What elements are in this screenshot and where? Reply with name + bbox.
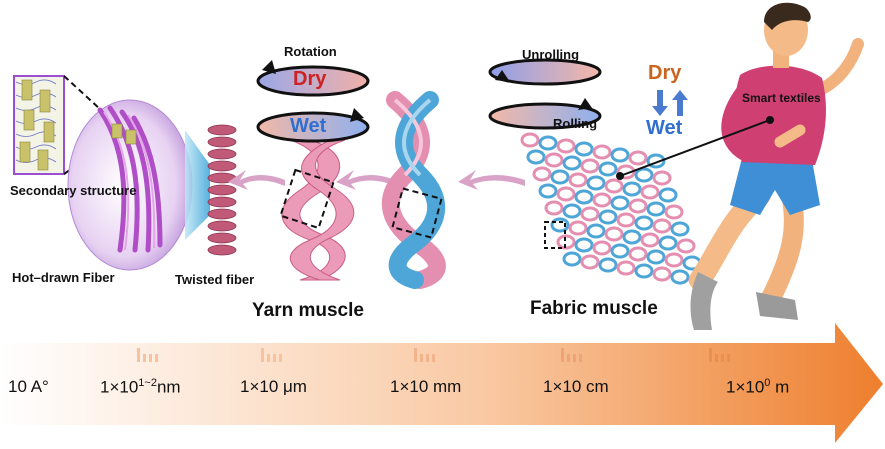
knit-loop xyxy=(580,158,600,174)
dry-label-left: Dry xyxy=(293,68,327,90)
knit-loop xyxy=(604,178,624,194)
knit-loop xyxy=(562,203,582,219)
knit-loop xyxy=(616,164,636,180)
knit-loop xyxy=(556,186,576,202)
knit-loop xyxy=(544,152,564,168)
scale-label-0: 10 A° xyxy=(8,377,49,396)
yarn-muscle xyxy=(256,60,370,281)
knit-loop xyxy=(670,269,690,285)
knit-loop xyxy=(574,189,594,205)
knit-loop xyxy=(640,232,660,248)
unroll-roll-arrows xyxy=(488,58,602,130)
knit-loop xyxy=(628,198,648,214)
knit-loop xyxy=(664,204,684,220)
rotation-arrow-icon xyxy=(256,60,370,143)
knit-loop xyxy=(574,237,594,253)
knit-loop xyxy=(616,212,636,228)
knit-loop xyxy=(586,223,606,239)
scale-ticks xyxy=(137,348,730,362)
knit-loop xyxy=(628,150,648,166)
scale-arrow-icon xyxy=(0,323,883,443)
scale-label-2: 1×10 μm xyxy=(240,377,307,396)
fabric-zoom-box xyxy=(544,221,566,249)
knit-loop xyxy=(580,206,600,222)
fabric-muscle xyxy=(520,132,708,288)
scale-label-5: 1×100 m xyxy=(726,377,790,397)
knit-loop xyxy=(628,246,648,262)
knit-loop xyxy=(550,217,570,233)
knit-loop xyxy=(562,251,582,267)
twisted-fiber xyxy=(207,124,237,256)
knit-loop xyxy=(598,209,618,225)
knit-loop xyxy=(664,252,684,268)
braided-yarn xyxy=(381,91,446,289)
knit-loop xyxy=(538,135,558,151)
callout-line xyxy=(616,116,774,180)
knit-loop xyxy=(520,132,540,148)
knit-loop xyxy=(676,238,696,254)
knit-loop xyxy=(574,141,594,157)
human-runner-icon xyxy=(689,2,864,330)
knit-loop xyxy=(526,149,546,165)
knit-loop xyxy=(586,175,606,191)
wet-label-left: Wet xyxy=(290,115,327,137)
knit-loop xyxy=(646,153,666,169)
knit-loop xyxy=(592,144,612,160)
knit-loop xyxy=(658,187,678,203)
knit-loop xyxy=(640,184,660,200)
knit-loop xyxy=(658,235,678,251)
knit-loop xyxy=(616,260,636,276)
knit-loop xyxy=(634,167,654,183)
knit-loop xyxy=(532,166,552,182)
knit-loop xyxy=(622,229,642,245)
knit-loop xyxy=(646,249,666,265)
knit-loop xyxy=(610,195,630,211)
dry-label-right: Dry xyxy=(648,62,682,84)
unrolling-label: Unrolling xyxy=(522,47,580,62)
knit-loop xyxy=(598,257,618,273)
knit-loop xyxy=(610,243,630,259)
yarn-muscle-label: Yarn muscle xyxy=(252,300,364,321)
knit-loop xyxy=(550,169,570,185)
hot-drawn-fiber-label: Hot–drawn Fiber xyxy=(12,270,115,285)
knit-loop xyxy=(622,181,642,197)
knit-loop xyxy=(556,138,576,154)
knit-loop xyxy=(562,155,582,171)
knit-loop xyxy=(634,263,654,279)
knit-loop xyxy=(610,147,630,163)
fabric-muscle-label: Fabric muscle xyxy=(530,298,658,319)
knit-loop xyxy=(652,170,672,186)
knit-loop xyxy=(652,266,672,282)
knit-loop xyxy=(670,221,690,237)
knit-loop xyxy=(538,183,558,199)
knit-loop xyxy=(634,215,654,231)
knit-loop xyxy=(568,172,588,188)
rotation-label: Rotation xyxy=(284,44,337,59)
wet-label-right: Wet xyxy=(646,117,683,139)
scale-label-1: 1×101~2nm xyxy=(100,377,181,397)
stage-arrows xyxy=(228,170,525,190)
twisted-fiber-label: Twisted fiber xyxy=(175,272,255,287)
knit-loop xyxy=(604,226,624,242)
swap-arrows-icon xyxy=(652,90,688,116)
knit-loop xyxy=(568,220,588,236)
knit-loop xyxy=(544,200,564,216)
rolling-label: Rolling xyxy=(553,116,598,131)
knit-loop xyxy=(652,218,672,234)
knit-loop xyxy=(646,201,666,217)
secondary-structure-label-1: Secondary structure xyxy=(10,183,137,198)
scale-label-4: 1×10 cm xyxy=(543,377,609,396)
knit-loop xyxy=(598,161,618,177)
hot-drawn-fiber-bubble xyxy=(67,99,210,271)
knit-loop xyxy=(592,240,612,256)
knit-loop xyxy=(580,254,600,270)
knit-loop xyxy=(592,192,612,208)
smart-textiles-label: Smart textiles xyxy=(742,91,821,105)
scale-label-3: 1×10 mm xyxy=(390,377,462,396)
